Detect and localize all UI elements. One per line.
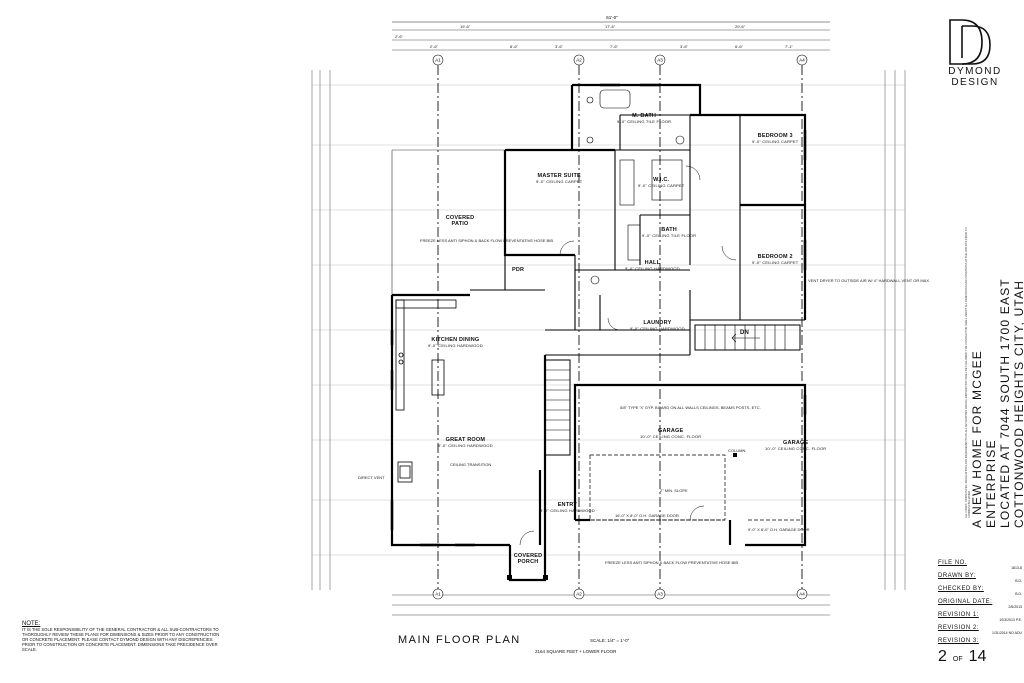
revision-2-value: 1/31/2014 NO ADU — [992, 631, 1022, 635]
note-title: NOTE: — [22, 621, 41, 627]
plan-note: FREEZE LESS ANTI SIPHON & BACK FLOW PREV… — [605, 560, 738, 565]
room-label-powder: PDR — [512, 267, 525, 273]
plan-note: 2" MIN. SLOPE — [660, 488, 688, 493]
plan-note: CEILING TRANSITION — [450, 462, 492, 467]
drawn-by-value: B.D. — [1015, 579, 1022, 583]
revision-1-value: 10/3/2013 P.E. — [999, 618, 1022, 622]
revision-1-label: REVISION 1: — [938, 612, 979, 618]
project-line-2: LOCATED AT 7044 SOUTH 1700 EAST — [998, 278, 1012, 528]
file-no-label: FILE NO. — [938, 560, 968, 566]
logo-mark-icon — [953, 18, 997, 62]
dimension-label: 7'-6" — [610, 44, 618, 49]
dimension-label: 19'-6" — [460, 24, 471, 29]
dimension-label: 6'-6" — [735, 44, 743, 49]
grid-label-top: A1 — [435, 58, 441, 63]
sheet-total: 14 — [968, 648, 987, 665]
plan-note: VENT DRYER TO OUTSIDE AIR W/ 4" HARDWALL… — [808, 278, 929, 283]
original-date-label: ORIGINAL DATE: — [938, 599, 993, 605]
plan-title: MAIN FLOOR PLAN — [398, 634, 521, 646]
dimension-label: 2'-6" — [395, 34, 403, 39]
company-logo: DYMOND DESIGN — [940, 18, 1010, 88]
project-title: A NEW HOME FOR MCGEE ENTERPRISE LOCATED … — [970, 268, 1024, 528]
grid-label-top: A4 — [799, 58, 805, 63]
plan-note: COLUMN — [728, 448, 746, 453]
file-no-value: 1813-8 — [1011, 566, 1022, 570]
revision-3-label: REVISION 3: — [938, 638, 979, 644]
dimension-label: 3'-6" — [680, 44, 688, 49]
room-label-wic: W.I.C.9'-0" CEILING CARPET — [638, 177, 685, 188]
title-block: FILE NO. 1813-8 DRAWN BY: B.D. CHECKED B… — [938, 560, 1022, 647]
checked-by-value: B.D. — [1015, 592, 1022, 596]
project-line-3: COTTONWOOD HEIGHTS CITY, UTAH — [1012, 279, 1024, 528]
grid-label-top: A2 — [576, 58, 582, 63]
grid-label-top: A3 — [657, 58, 663, 63]
dimension-label: 20'-6" — [735, 24, 746, 29]
company-name-line1: DYMOND — [948, 66, 1002, 77]
note-text: IT IS THE SOLE RESPONSIBILITY OF THE GEN… — [22, 627, 220, 652]
overall-dimension: 61'-0" — [606, 15, 618, 20]
plan-area: 2164 SQUARE FEET + LOWER FLOOR — [535, 649, 617, 654]
dimension-label: 8'-6" — [510, 44, 518, 49]
company-name-line2: DESIGN — [951, 77, 999, 88]
room-label-covered-porch: COVERED PORCH — [513, 553, 543, 565]
sheet-of: OF — [952, 656, 963, 663]
plan-note: 16'-0" X 8'-0" O.H. GARAGE DOOR — [615, 513, 679, 518]
contractor-note: NOTE: IT IS THE SOLE RESPONSIBILITY OF T… — [22, 621, 222, 652]
checked-by-label: CHECKED BY: — [938, 586, 984, 592]
grid-label-bottom: A3 — [657, 592, 663, 597]
sheet-current: 2 — [938, 648, 947, 665]
grid-label-bottom: A4 — [799, 592, 805, 597]
stair-down-label: DN — [740, 330, 750, 336]
room-label-covered-patio: COVERED PATIO — [445, 215, 475, 227]
grid-label-bottom: A2 — [576, 592, 582, 597]
original-date-value: 2/6/2013 — [1008, 605, 1022, 609]
plan-note: 5/8" TYPE 'X' GYP. BOARD ON ALL WALLS CE… — [620, 405, 761, 410]
drawn-by-label: DRAWN BY: — [938, 573, 976, 579]
revision-2-label: REVISION 2: — [938, 625, 979, 631]
plan-scale: SCALE: 1/4" = 1'-0" — [590, 638, 630, 643]
plan-note: FREEZE LESS ANTI SIPHON & BACK FLOW PREV… — [420, 238, 553, 243]
plan-note: DIRECT VENT — [358, 475, 385, 480]
dimension-label: 2'-6" — [430, 44, 438, 49]
project-line-1: A NEW HOME FOR MCGEE ENTERPRISE — [970, 349, 998, 528]
grid-label-bottom: A1 — [435, 592, 441, 597]
dimension-label: 17'-6" — [605, 24, 616, 29]
sheet-number: 2 OF 14 — [938, 648, 986, 666]
dimension-label: 3'-6" — [555, 44, 563, 49]
plan-note: 9'-0" X 8'-0" O.H. GARAGE DOOR — [748, 527, 810, 532]
dimension-label: 7'-1" — [785, 44, 793, 49]
